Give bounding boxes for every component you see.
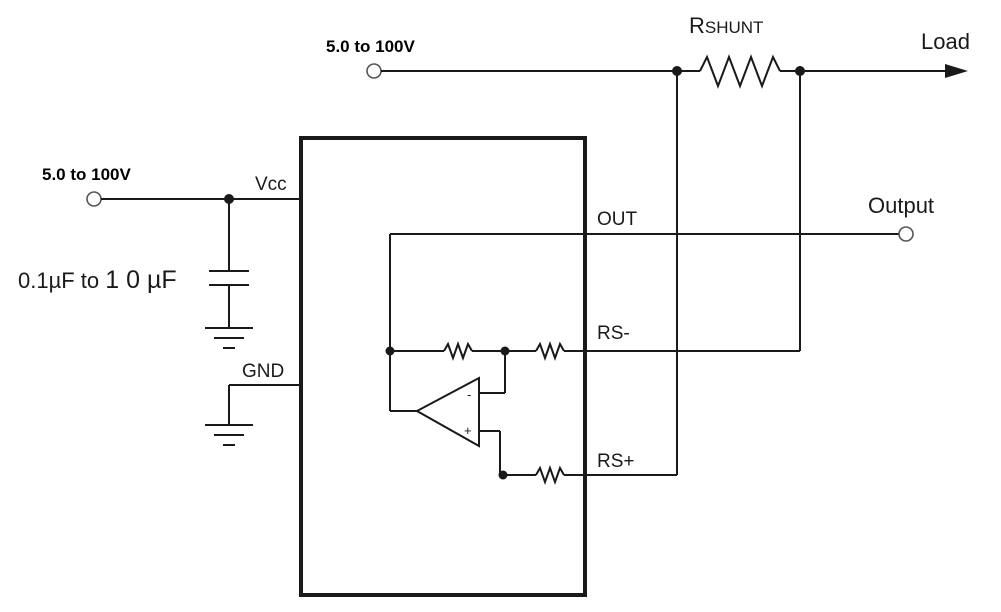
op-amp: - + — [390, 376, 480, 448]
rshunt-label: RSHUNT — [689, 13, 763, 38]
ic-ground-icon — [205, 424, 253, 446]
rs-plus-resistor — [535, 465, 565, 485]
top-supply-rail — [366, 54, 968, 89]
output-terminal — [898, 226, 914, 242]
left-supply-branch — [86, 191, 299, 349]
output-label: Output — [868, 193, 934, 218]
feedback-resistor — [443, 341, 473, 361]
rs-plus-pin-label: RS+ — [597, 451, 635, 472]
top-supply-terminal — [366, 63, 382, 79]
internal-network — [385, 341, 800, 485]
left-supply-terminal — [86, 191, 102, 207]
gnd-branch — [205, 384, 299, 446]
rshunt-resistor — [699, 54, 781, 89]
load-label: Load — [921, 29, 970, 54]
top-supply-label: 5.0 to 100V — [326, 37, 415, 56]
ic-package-box — [299, 136, 587, 597]
out-pin-label: OUT — [597, 209, 638, 230]
vcc-pin-label: Vcc — [255, 174, 287, 195]
rs-minus-pin-label: RS- — [597, 323, 630, 344]
capacitor-ground-icon — [205, 327, 253, 349]
capacitor-value-label: 0.1µF to 1 0 µF — [18, 266, 177, 294]
opamp-plus-sign: + — [464, 423, 472, 438]
output-line — [389, 226, 914, 411]
rs-minus-resistor — [535, 341, 565, 361]
left-supply-label: 5.0 to 100V — [42, 165, 131, 184]
gnd-pin-label: GND — [242, 361, 284, 382]
load-arrow-icon — [945, 64, 968, 78]
opamp-minus-sign: - — [467, 387, 471, 402]
